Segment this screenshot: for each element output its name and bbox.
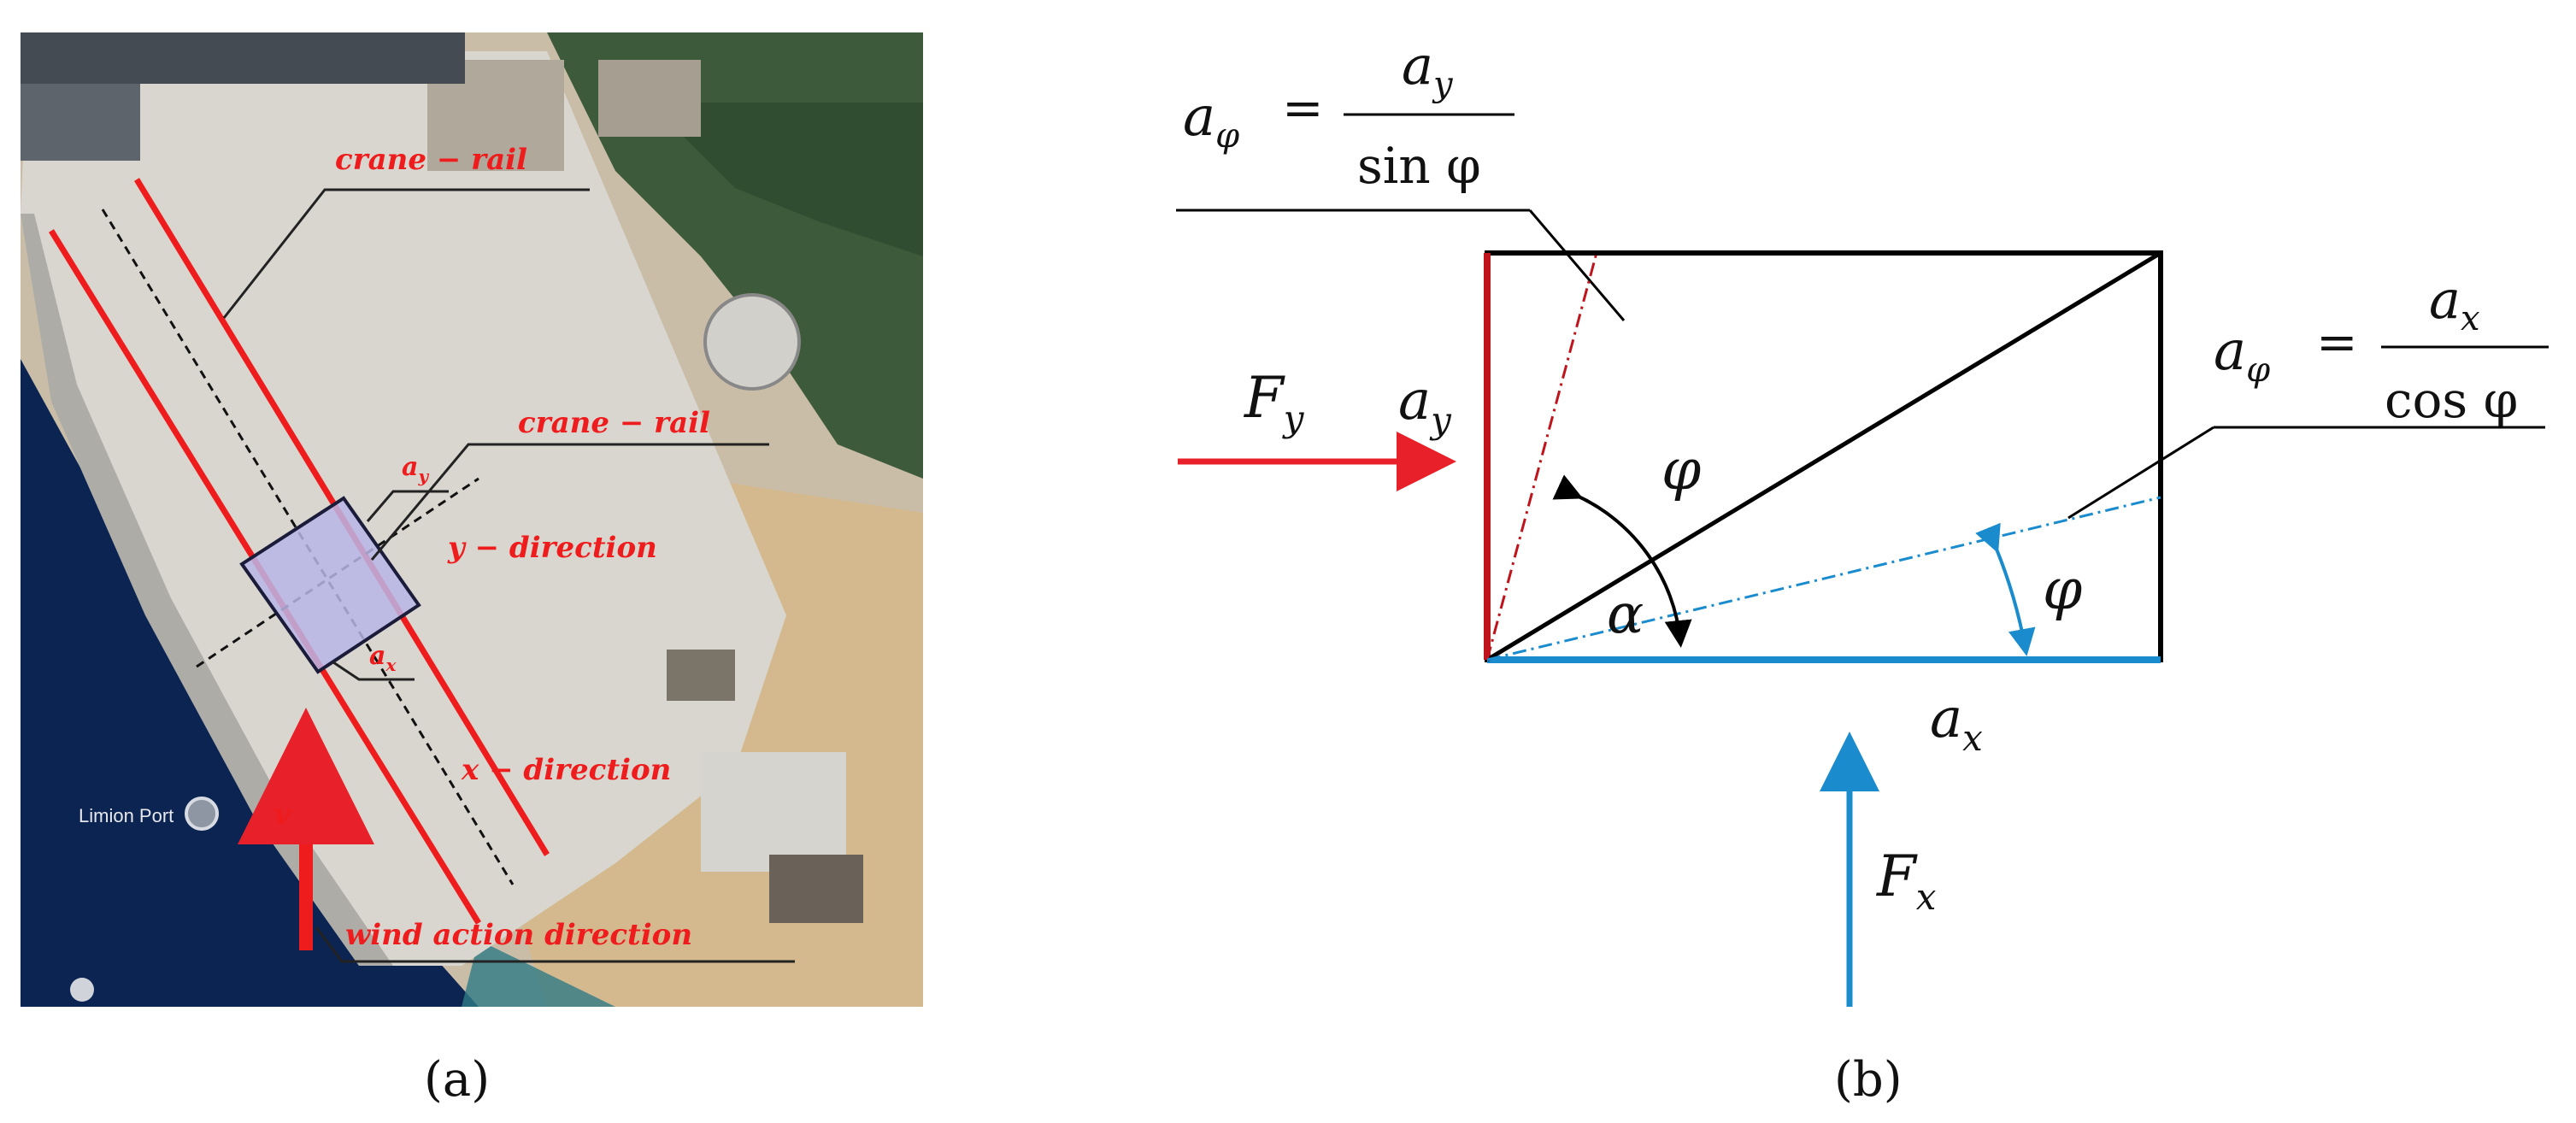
leader-right-dashdot (2067, 426, 2214, 520)
tank (703, 293, 801, 391)
building (769, 855, 863, 923)
label-a-x: ax (369, 641, 397, 675)
sea-area (21, 359, 479, 1007)
svg-text:cos φ: cos φ (2385, 371, 2518, 429)
label-a-x: ax (1930, 687, 1983, 759)
label-a-y: ay (402, 452, 429, 486)
svg-text:=: = (2316, 313, 2358, 371)
formula-right: aφ = ax cos φ (2214, 268, 2549, 429)
svg-text:=: = (1282, 79, 1324, 137)
label-crane-rail-1: crane − rail (335, 143, 527, 177)
crane-footprint-box (239, 496, 421, 674)
panel-a-map (21, 32, 923, 1007)
label-F-x: Fx (1876, 844, 1937, 918)
alpha-arc-arrow (1552, 474, 1692, 648)
building (598, 60, 701, 137)
svg-text:aφ: aφ (2214, 320, 2270, 390)
label-y-direction: y − direction (447, 531, 657, 565)
map-pin-icon (185, 797, 219, 831)
roof-strip (21, 84, 140, 161)
label-phi-top: φ (1661, 437, 1701, 503)
label-phi-right: φ (2043, 556, 2082, 622)
roof-strip (21, 32, 465, 84)
caption-b: (b) (1834, 1052, 1903, 1108)
phi-arc-arrow (1975, 522, 2036, 656)
label-wind-action-direction: wind action direction (345, 918, 692, 952)
label-x-direction: x − direction (461, 753, 671, 787)
caption-a: (a) (424, 1052, 490, 1108)
building (701, 752, 846, 872)
label-crane-rail-2: crane − rail (518, 406, 710, 440)
compass-icon (70, 978, 94, 1002)
y-direction-dashed (196, 477, 479, 668)
svg-text:ay: ay (1402, 34, 1454, 104)
label-v: v (273, 797, 291, 832)
svg-text:aφ: aφ (1183, 85, 1239, 156)
label-map-place: Limion Port (79, 805, 173, 826)
leader-a-x (332, 661, 415, 681)
panel-b-diagram: aφ = ay sin φ aφ = ax cos φ (1176, 34, 2549, 1007)
leader-crane-rail-1 (222, 188, 590, 319)
coast-water (462, 940, 615, 1007)
building (667, 650, 735, 701)
svg-text:sin φ: sin φ (1357, 137, 1481, 195)
leader-a-y (366, 490, 449, 522)
leader-top-diagonal (1528, 209, 1626, 321)
vegetation-patch (650, 103, 923, 256)
leader-crane-rail-2 (370, 443, 769, 561)
label-a-y: ay (1398, 369, 1452, 441)
a-phi-y-projection (1485, 252, 1598, 661)
label-F-y: Fy (1244, 365, 1305, 439)
formula-top: aφ = ay sin φ (1183, 34, 1514, 195)
svg-text:ax: ax (2429, 268, 2480, 338)
label-alpha: α (1607, 583, 1644, 646)
leader-wind (315, 926, 795, 963)
